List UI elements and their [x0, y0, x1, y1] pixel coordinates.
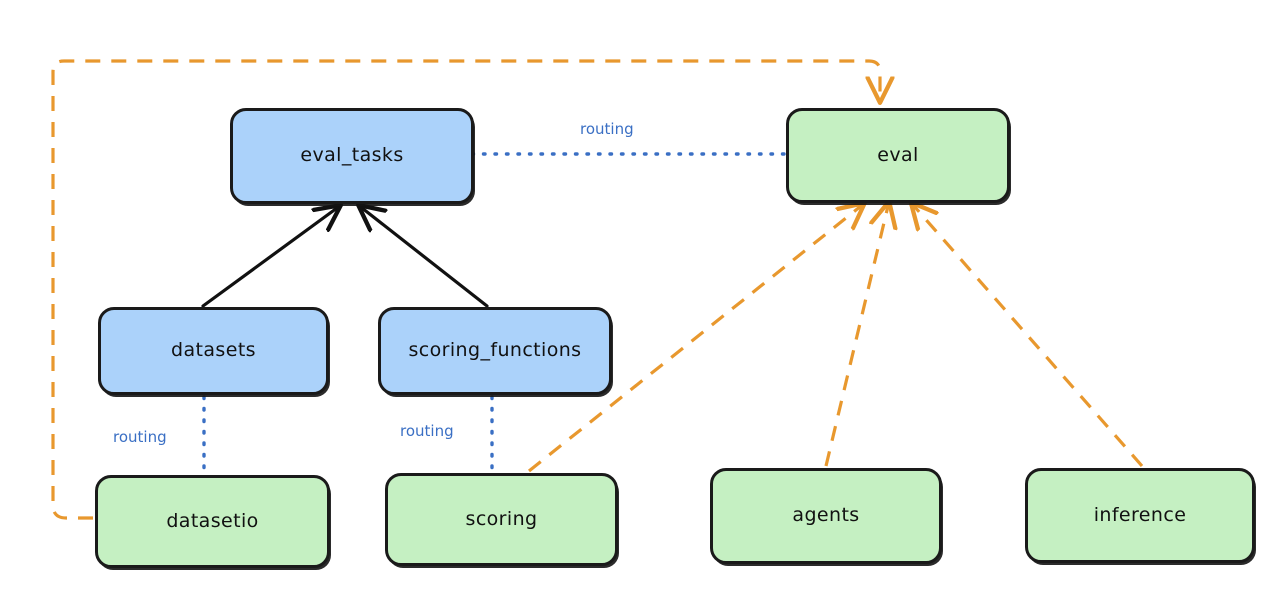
- node-inference[interactable]: inference: [1025, 468, 1255, 563]
- node-agents[interactable]: agents: [710, 468, 942, 564]
- node-scoring-functions[interactable]: scoring_functions: [378, 307, 612, 395]
- node-eval[interactable]: eval: [786, 108, 1010, 203]
- node-scoring[interactable]: scoring: [385, 473, 618, 566]
- edge-datasetio-to-eval: [51, 59, 880, 520]
- edge-scoring-to-eval: [528, 206, 861, 473]
- node-label-agents: agents: [792, 504, 860, 527]
- node-label-scoring: scoring: [465, 507, 538, 530]
- edge-agents-to-eval: [824, 206, 888, 467]
- node-datasets[interactable]: datasets: [98, 307, 329, 395]
- node-datasetio[interactable]: datasetio: [95, 475, 330, 568]
- edge-inference-to-eval: [914, 206, 1144, 468]
- node-eval-tasks[interactable]: eval_tasks: [230, 108, 474, 204]
- node-label-eval-tasks: eval_tasks: [300, 144, 404, 167]
- node-label-scoring-functions: scoring_functions: [408, 339, 582, 362]
- node-label-datasets: datasets: [171, 339, 256, 362]
- edge-datasets-to-eval_tasks: [201, 208, 337, 308]
- edge-label-routing-eval-tasks-eval: routing: [580, 120, 634, 138]
- node-label-inference: inference: [1093, 503, 1187, 526]
- edge-label-routing-datasets-datasetio: routing: [113, 428, 167, 446]
- edge-scoring_functions-to-eval_tasks: [362, 208, 489, 308]
- node-label-eval: eval: [877, 143, 919, 166]
- node-label-datasetio: datasetio: [166, 509, 259, 532]
- edge-label-routing-scoring-functions-scoring: routing: [400, 422, 454, 440]
